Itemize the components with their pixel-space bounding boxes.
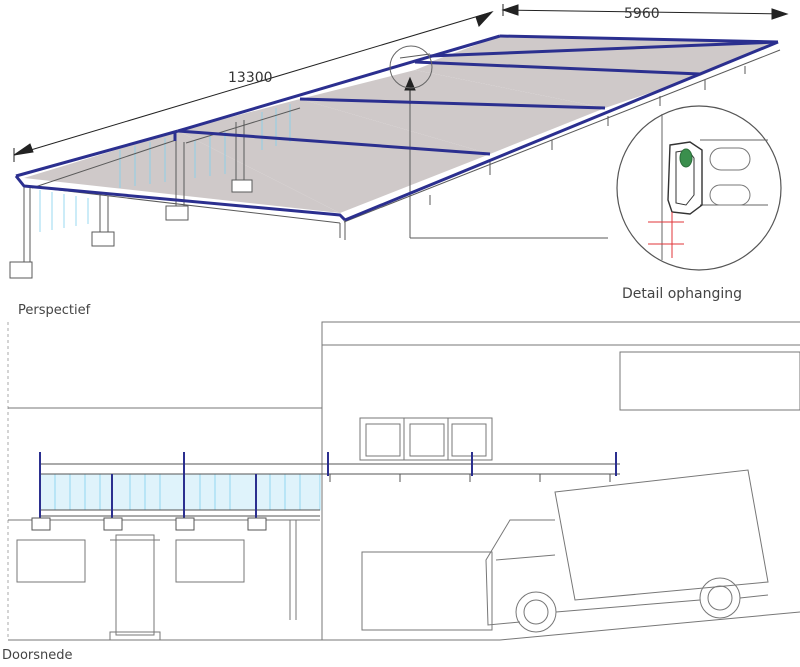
section-posts bbox=[39, 452, 617, 520]
detail-hanging-view bbox=[616, 105, 782, 271]
dimension-arrow-width bbox=[501, 4, 789, 20]
dimension-arrow-length bbox=[13, 10, 494, 162]
footings bbox=[9, 179, 253, 279]
detail-pointer bbox=[404, 76, 416, 104]
structure-lines bbox=[23, 49, 781, 264]
perspective-label: Perspectief bbox=[18, 303, 91, 318]
section-beams bbox=[40, 463, 620, 517]
roof-frame bbox=[14, 34, 779, 222]
detail-marker-circle bbox=[389, 45, 433, 89]
buildings bbox=[8, 321, 800, 641]
length-dimension-label: 13300 bbox=[228, 70, 273, 86]
glass-side-panels bbox=[39, 104, 291, 232]
detail-label: Detail ophanging bbox=[622, 286, 743, 302]
section-glass bbox=[39, 473, 321, 511]
perspective-view bbox=[9, 4, 789, 279]
section-footings bbox=[31, 517, 267, 531]
section-view bbox=[7, 321, 800, 641]
section-label: Doorsnede bbox=[2, 648, 73, 663]
truck bbox=[485, 469, 800, 641]
width-dimension-label: 5960 bbox=[624, 6, 660, 22]
